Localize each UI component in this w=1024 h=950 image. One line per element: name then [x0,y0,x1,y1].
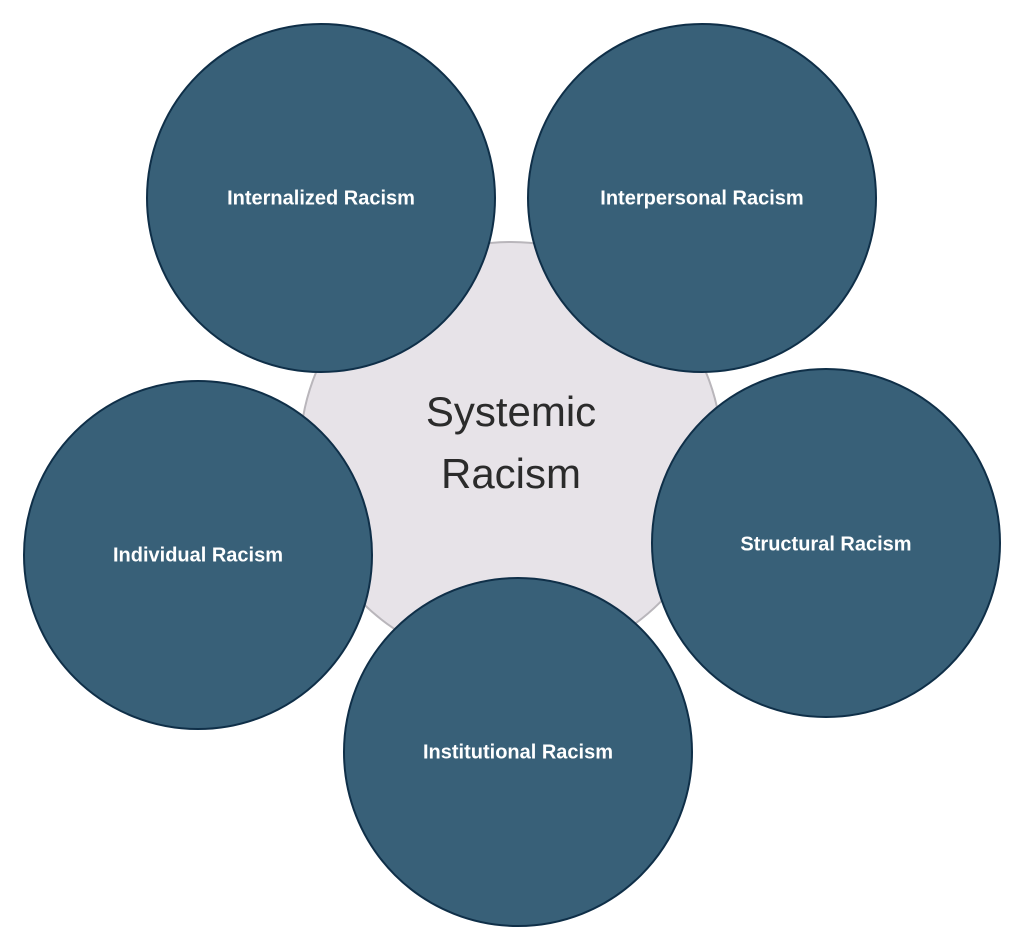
node-institutional-racism [343,577,693,927]
label-interpersonal-racism: Interpersonal Racism [600,187,803,209]
node-individual-racism [23,380,373,730]
node-interpersonal-racism [527,23,877,373]
center-label-line1: Systemic [426,388,596,435]
node-circle-institutional [343,577,693,927]
node-circle-individual [23,380,373,730]
label-institutional-racism: Institutional Racism [423,741,613,763]
center-label-line2: Racism [441,450,581,497]
label-structural-racism: Structural Racism [740,533,911,555]
label-individual-racism: Individual Racism [113,544,283,566]
node-circle-structural [651,368,1001,718]
node-internalized-racism [146,23,496,373]
node-structural-racism [651,368,1001,718]
node-circle-internalized [146,23,496,373]
node-circle-interpersonal [527,23,877,373]
label-internalized-racism: Internalized Racism [227,187,415,209]
